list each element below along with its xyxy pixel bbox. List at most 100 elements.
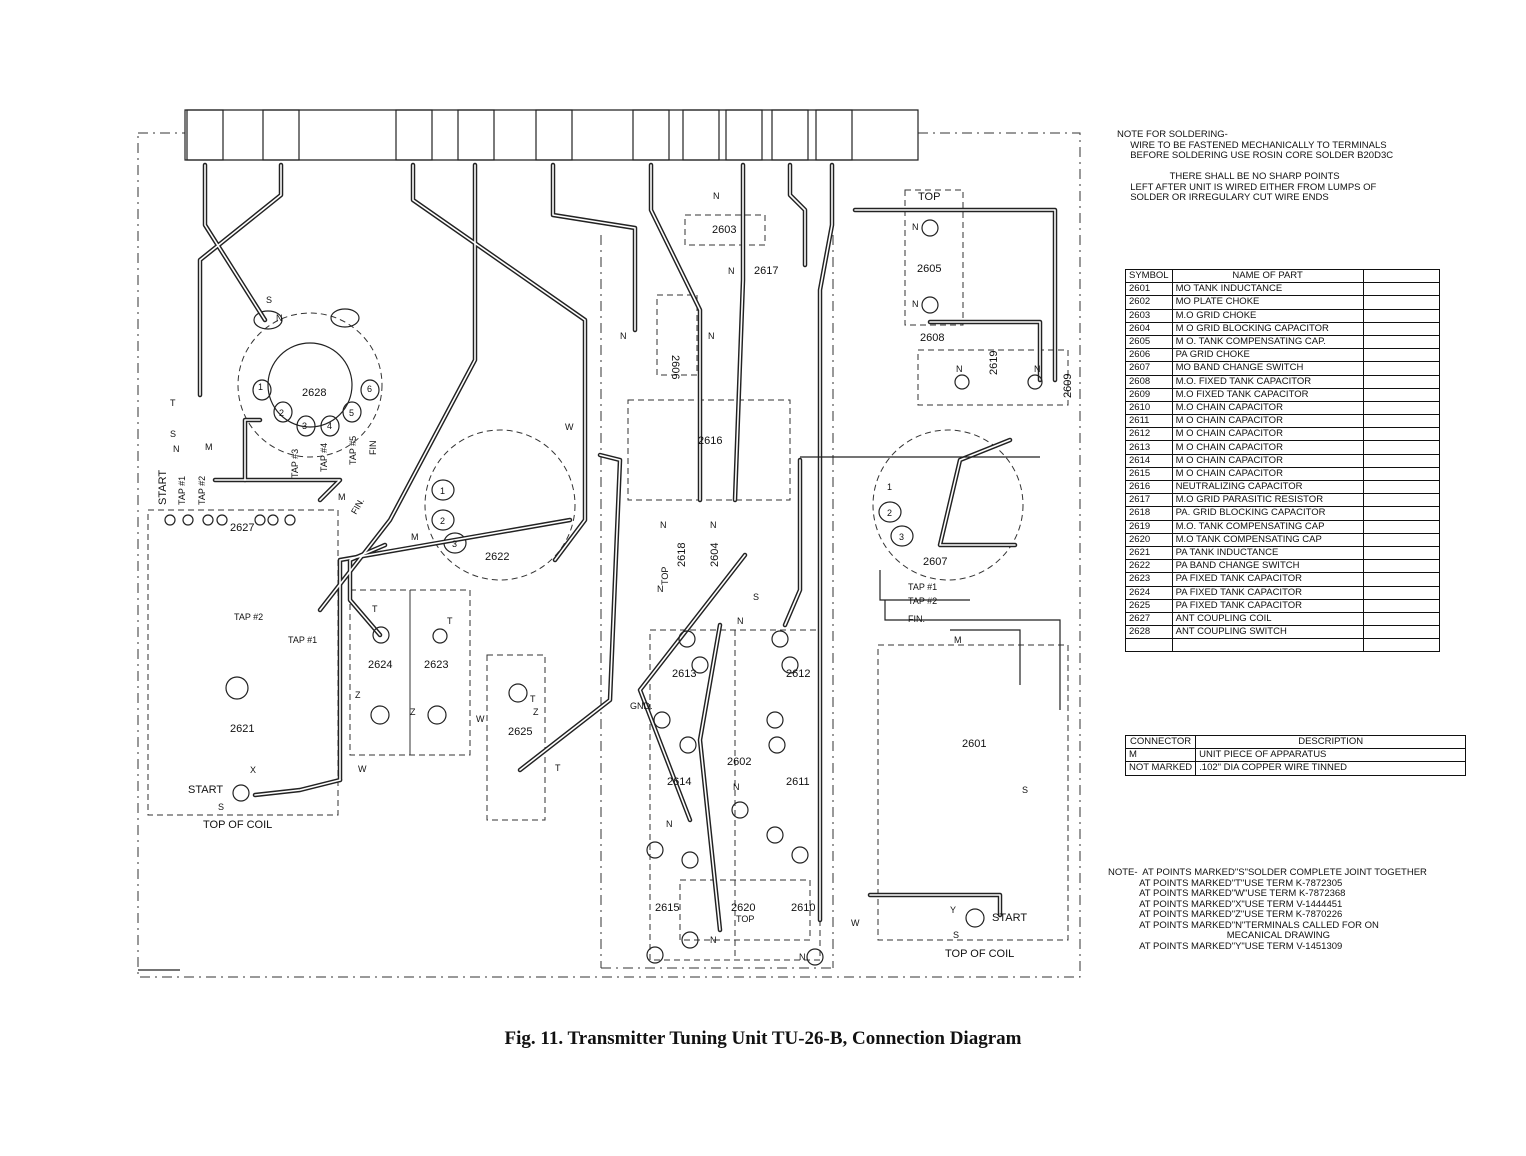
table-cell-value: M O. TANK COMPENSATING CAP. [1171, 334, 1364, 350]
label-pos2-2607: 2 [887, 508, 892, 518]
label-n-2609: N [1034, 364, 1041, 374]
table-cell-key: 2616 [1125, 479, 1173, 495]
table-cell-value: M.O. TANK COMPENSATING CAP [1171, 519, 1364, 534]
table-cell-blank [1362, 545, 1440, 561]
label-n-2605-bottom: N [912, 299, 919, 309]
table-cell-blank [1362, 585, 1440, 600]
coil-2601-outline [877, 644, 1069, 941]
label-2605: 2605 [917, 263, 941, 275]
table-cell-key: 2617 [1125, 493, 1173, 508]
note-line: SOLDER OR IRREGULARY CUT WIRE ENDS [1117, 192, 1329, 203]
table-cell-blank [1171, 638, 1364, 653]
table-cell-blank [1362, 493, 1440, 508]
table-cell-value: PA BAND CHANGE SWITCH [1171, 559, 1364, 574]
label-n-2618: N [660, 520, 667, 530]
table-cell-value: M O CHAIN CAPACITOR [1171, 440, 1364, 455]
label-pos2-2622: 2 [440, 516, 445, 526]
label-m-2601: M [954, 635, 962, 645]
table-cell-blank [1362, 625, 1440, 640]
label-2615: 2615 [655, 902, 679, 914]
table-cell-blank [1362, 453, 1440, 468]
table-cell-blank [1362, 479, 1440, 495]
table-cell-blank [1125, 638, 1173, 653]
table-cell-blank [1362, 572, 1440, 587]
table-cell-blank [1362, 506, 1440, 521]
label-2624: 2624 [368, 659, 392, 671]
table-cell-key: 2615 [1125, 466, 1173, 482]
table-cell-value: .102" DIA COPPER WIRE TINNED [1195, 761, 1467, 776]
table-cell-key: 2624 [1125, 585, 1173, 600]
label-z-2625: Z [533, 707, 539, 717]
label-2611: 2611 [786, 776, 810, 788]
table-cell-value: MO PLATE CHOKE [1171, 295, 1364, 310]
switch-2607-contacts [878, 501, 914, 547]
table-cell-value: M.O GRID PARASITIC RESISTOR [1171, 493, 1364, 508]
table-cell-blank [1362, 400, 1440, 416]
table-cell-key: 2619 [1125, 519, 1173, 534]
table-cell-blank [1362, 348, 1440, 363]
table-cell-blank [1362, 519, 1440, 534]
label-tap3: TAP #3 [290, 449, 300, 478]
label-2602: 2602 [727, 756, 751, 768]
cap-2605-outline [904, 189, 964, 326]
wiring [197, 162, 1061, 933]
table-cell-key: 2611 [1125, 414, 1173, 429]
table-cell-blank [1362, 611, 1440, 627]
label-top-of-coil-left: TOP OF COIL [203, 819, 272, 831]
label-tap5: TAP #5 [348, 436, 358, 465]
table-cell-blank [1362, 414, 1440, 429]
table-cell-blank [1362, 295, 1440, 310]
label-2619: 2619 [988, 351, 1000, 375]
symbol-table-header: SYMBOL NAME OF PART [1125, 268, 1440, 284]
table-cell-blank [1362, 334, 1440, 350]
label-gnd: GND. [630, 701, 653, 711]
label-2621: 2621 [230, 723, 254, 735]
label-2620: 2620 [731, 902, 755, 914]
label-2614: 2614 [667, 776, 691, 788]
figure-caption: Fig. 11. Transmitter Tuning Unit TU-26-B… [504, 1028, 1022, 1049]
table-cell-key: 2608 [1125, 374, 1173, 389]
choke-2603-outline [684, 214, 766, 246]
table-cell-key: 2609 [1125, 387, 1173, 402]
table-cell-value: ANT COUPLING SWITCH [1171, 625, 1364, 640]
connector-header: CONNECTOR [1124, 734, 1197, 750]
label-n-2602: N [733, 782, 740, 792]
label-2613: 2613 [672, 668, 696, 680]
label-2620-top: TOP [736, 914, 754, 924]
label-top-of-coil-right: TOP OF COIL [945, 948, 1014, 960]
label-x: X [250, 765, 256, 775]
table-cell-value: MO TANK INDUCTANCE [1171, 282, 1364, 297]
label-pos1-2628: 1 [258, 382, 263, 392]
table-cell-blank [1362, 321, 1440, 336]
note-line: LEFT AFTER UNIT IS WIRED EITHER FROM LUM… [1117, 181, 1377, 193]
label-2601: 2601 [962, 738, 986, 750]
label-n-2605-top: N [912, 222, 919, 232]
table-cell-key: 2612 [1125, 427, 1173, 442]
cap-2609-outline [917, 349, 1069, 406]
table-cell-key: 2607 [1125, 361, 1173, 376]
note-line: AT POINTS MARKED"X"USE TERM V-1444451 [1108, 898, 1343, 910]
switch-2628-hub [267, 342, 353, 428]
table-cell-value: M.O CHAIN CAPACITOR [1171, 400, 1364, 416]
table-cell-value: ANT COUPLING COIL [1171, 611, 1364, 627]
table-cell-key: NOT MARKED [1124, 761, 1197, 776]
label-tap2-left: TAP #2 [234, 612, 263, 622]
cap-2620-outline [679, 879, 811, 941]
connector-table-header: CONNECTOR DESCRIPTION [1124, 734, 1467, 750]
label-2604: 2604 [709, 543, 721, 567]
label-s-start: S [218, 802, 224, 812]
